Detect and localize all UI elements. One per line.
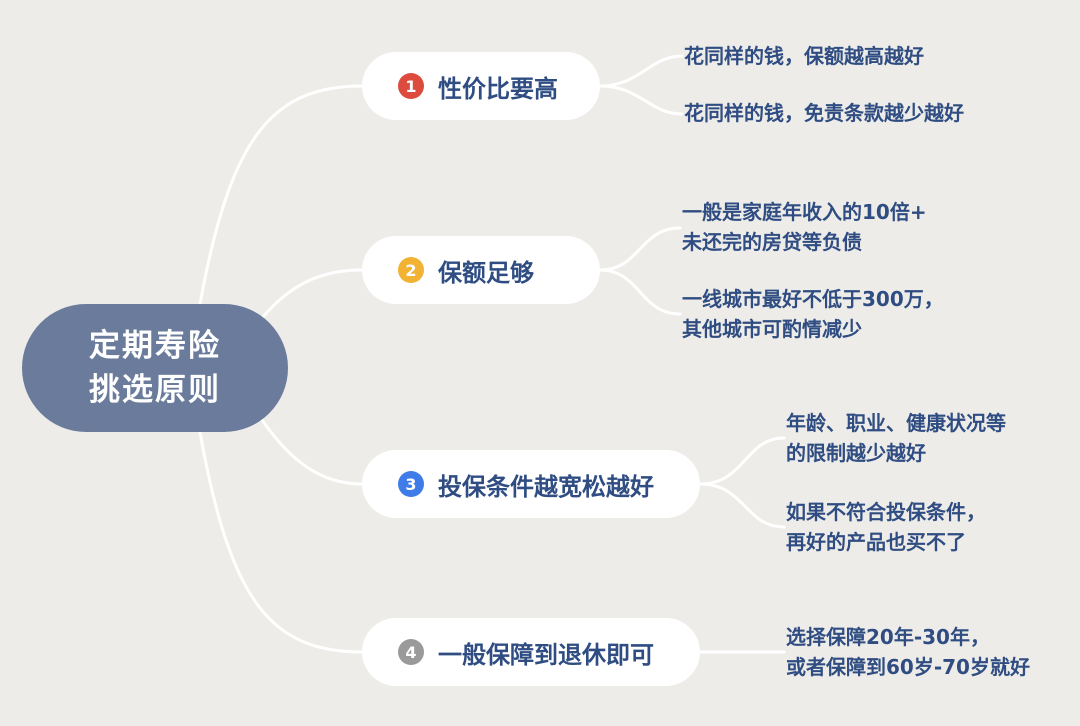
leaf-text: 一线城市最好不低于300万， bbox=[682, 287, 944, 311]
connector-branch-2-leaf-2 bbox=[598, 268, 682, 316]
branch-node-1: 1 性价比要高 bbox=[362, 52, 600, 120]
leaf-4-1: 选择保障20年-30年， 或者保障到60岁-70岁就好 bbox=[786, 622, 1030, 682]
connector-root-branch-2 bbox=[260, 268, 364, 320]
leaf-text: 再好的产品也买不了 bbox=[786, 530, 966, 554]
number-badge-1: 1 bbox=[398, 73, 424, 99]
branch-label-2: 保额足够 bbox=[438, 258, 534, 287]
leaf-text: 花同样的钱，免责条款越少越好 bbox=[684, 101, 964, 125]
leaf-1-2: 花同样的钱，免责条款越少越好 bbox=[684, 98, 964, 128]
leaf-text: 的限制越少越好 bbox=[786, 441, 926, 465]
connector-branch-2-leaf-1 bbox=[598, 226, 682, 272]
connector-branch-1-leaf-1 bbox=[598, 54, 684, 88]
branch-label-3: 投保条件越宽松越好 bbox=[438, 472, 654, 501]
branch-node-3: 3 投保条件越宽松越好 bbox=[362, 450, 700, 518]
connector-branch-3-leaf-2 bbox=[698, 482, 786, 529]
connector-root-branch-3 bbox=[260, 418, 364, 486]
leaf-text: 花同样的钱，保额越高越好 bbox=[684, 44, 924, 68]
connector-root-branch-1 bbox=[198, 84, 364, 306]
number-badge-4: 4 bbox=[398, 639, 424, 665]
leaf-text: 年龄、职业、健康状况等 bbox=[786, 411, 1006, 435]
root-title-line-2: 挑选原则 bbox=[89, 372, 221, 408]
leaf-text: 一般是家庭年收入的10倍+ bbox=[682, 200, 927, 224]
leaf-3-1: 年龄、职业、健康状况等 的限制越少越好 bbox=[786, 408, 1006, 468]
branch-label-4: 一般保障到退休即可 bbox=[438, 640, 654, 669]
leaf-text: 选择保障20年-30年， bbox=[786, 625, 990, 649]
leaf-1-1: 花同样的钱，保额越高越好 bbox=[684, 41, 924, 71]
number-badge-3: 3 bbox=[398, 471, 424, 497]
connector-branch-1-leaf-2 bbox=[598, 84, 684, 116]
branch-node-4: 4 一般保障到退休即可 bbox=[362, 618, 700, 686]
leaf-2-1: 一般是家庭年收入的10倍+ 未还完的房贷等负债 bbox=[682, 197, 927, 257]
root-title-line-1: 定期寿险 bbox=[89, 328, 221, 364]
connector-root-branch-4 bbox=[198, 430, 364, 654]
root-node: 定期寿险 挑选原则 bbox=[22, 304, 288, 432]
branch-node-2: 2 保额足够 bbox=[362, 236, 600, 304]
leaf-text: 如果不符合投保条件， bbox=[786, 500, 986, 524]
leaf-text: 或者保障到60岁-70岁就好 bbox=[786, 655, 1030, 679]
connector-branch-3-leaf-1 bbox=[698, 436, 786, 486]
number-badge-2: 2 bbox=[398, 257, 424, 283]
leaf-2-2: 一线城市最好不低于300万， 其他城市可酌情减少 bbox=[682, 284, 944, 344]
leaf-text: 未还完的房贷等负债 bbox=[682, 230, 862, 254]
leaf-text: 其他城市可酌情减少 bbox=[682, 317, 862, 341]
branch-label-1: 性价比要高 bbox=[438, 74, 558, 103]
leaf-3-2: 如果不符合投保条件， 再好的产品也买不了 bbox=[786, 497, 986, 557]
